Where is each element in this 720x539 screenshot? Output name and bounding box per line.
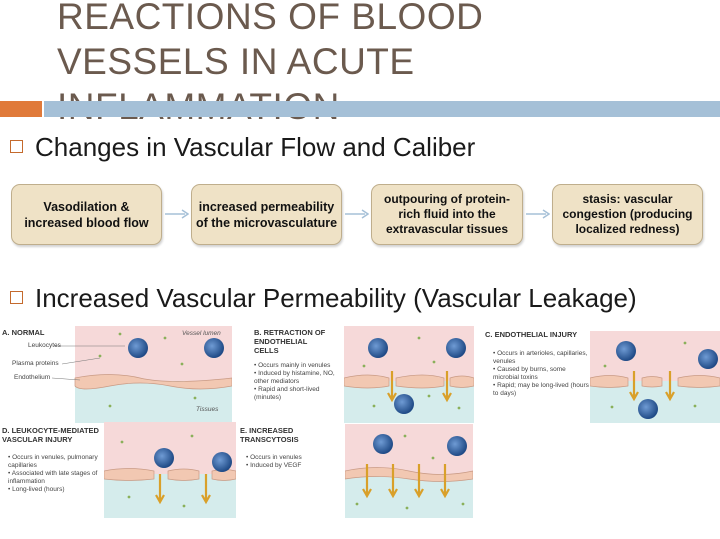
title-underline-accent xyxy=(0,101,42,117)
bullet-text: Changes in Vascular Flow and Caliber xyxy=(35,132,476,162)
panel-e-note: Induced by VEGF xyxy=(246,462,342,470)
panel-leukocyte-mediated: D. LEUKOCYTE-MEDIATED VASCULAR INJURY Oc… xyxy=(0,422,236,518)
retraction-illustration xyxy=(344,326,474,423)
flow-step-outpouring: outpouring of protein-rich fluid into th… xyxy=(371,184,523,245)
panel-c-note: Rapid; may be long-lived (hours to days) xyxy=(493,382,589,398)
panel-b-note: Induced by histamine, NO, other mediator… xyxy=(254,370,346,386)
flow-step-stasis: stasis: vascular congestion (producing l… xyxy=(552,184,703,245)
bullet-vascular-flow: Changes in Vascular Flow and Caliber xyxy=(10,132,475,163)
panel-c-title: C. ENDOTHELIAL INJURY xyxy=(485,330,578,339)
panel-a-title: A. NORMAL xyxy=(2,328,45,337)
bullet-text: Increased Vascular Permeability (Vascula… xyxy=(35,283,637,313)
panel-b-title: B. RETRACTION OF ENDOTHELIAL CELLS xyxy=(254,328,326,355)
panel-b-note: Rapid and short-lived (minutes) xyxy=(254,386,346,402)
label-plasma-proteins: Plasma proteins xyxy=(12,360,59,367)
flow-step-permeability: increased permeability of the microvascu… xyxy=(191,184,342,245)
transcytosis-illustration xyxy=(345,424,473,518)
panel-d-note: Long-lived (hours) xyxy=(8,486,104,494)
flow-arrow-icon xyxy=(526,209,550,219)
label-tissues: Tissues xyxy=(196,406,219,413)
panel-d-title: D. LEUKOCYTE-MEDIATED VASCULAR INJURY xyxy=(2,426,99,444)
panel-endothelial-injury: C. ENDOTHELIAL INJURY Occurs in arteriol… xyxy=(485,326,720,423)
panel-e-notes: Occurs in venules Induced by VEGF xyxy=(246,454,342,470)
panel-d-notes: Occurs in venules, pulmonary capillaries… xyxy=(8,454,104,494)
bullet-square-icon xyxy=(10,291,23,304)
flow-arrow-icon xyxy=(165,209,189,219)
panel-e-note: Occurs in venules xyxy=(246,454,342,462)
panel-c-note: Occurs in arterioles, capillaries, venul… xyxy=(493,350,589,366)
panel-transcytosis: E. INCREASED TRANSCYTOSIS Occurs in venu… xyxy=(238,424,474,518)
flow-arrow-icon xyxy=(345,209,369,219)
panel-normal: A. NORMAL Leukocytes Plasma proteins End… xyxy=(0,326,232,423)
label-endothelium: Endothelium xyxy=(14,374,51,381)
panel-c-notes: Occurs in arterioles, capillaries, venul… xyxy=(493,350,589,398)
endothelial-injury-illustration xyxy=(590,331,720,423)
panel-retraction: B. RETRACTION OF ENDOTHELIAL CELLS Occur… xyxy=(252,326,474,423)
panel-d-note: Associated with late stages of inflammat… xyxy=(8,470,104,486)
normal-vessel-illustration xyxy=(51,326,232,423)
title-underline-bar xyxy=(44,101,720,117)
panel-b-notes: Occurs mainly in venules Induced by hist… xyxy=(254,362,346,402)
panel-c-note: Caused by burns, some microbial toxins xyxy=(493,366,589,382)
flow-step-vasodilation: Vasodilation & increased blood flow xyxy=(11,184,162,245)
panel-e-title: E. INCREASED TRANSCYTOSIS xyxy=(240,426,299,444)
bullet-vascular-permeability: Increased Vascular Permeability (Vascula… xyxy=(10,283,637,314)
bullet-square-icon xyxy=(10,140,23,153)
panel-b-note: Occurs mainly in venules xyxy=(254,362,346,370)
panel-d-note: Occurs in venules, pulmonary capillaries xyxy=(8,454,104,470)
leukocyte-injury-illustration xyxy=(104,422,236,518)
label-leukocytes: Leukocytes xyxy=(28,342,61,349)
label-vessel-lumen: Vessel lumen xyxy=(182,330,221,337)
